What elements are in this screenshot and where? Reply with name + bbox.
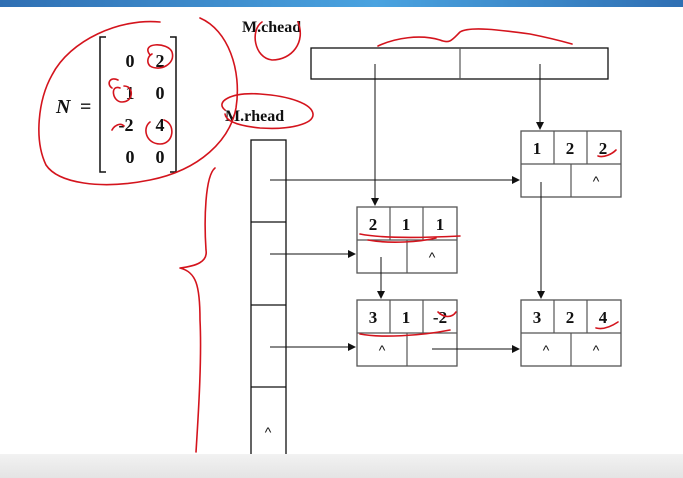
status-strip	[0, 454, 683, 478]
node-value: 4	[599, 308, 608, 327]
node-value: 2	[599, 139, 608, 158]
node-row: 2	[369, 215, 378, 234]
rhead-label: M.rhead	[225, 108, 284, 125]
matrix-cell: 1	[126, 83, 135, 103]
chead-array	[310, 47, 609, 80]
matrix-cell: 0	[126, 51, 135, 71]
node-null-mark: ^	[543, 342, 550, 358]
matrix-cell: 0	[156, 147, 165, 167]
node-null-mark: ^	[429, 249, 436, 265]
node-null-mark: ^	[593, 173, 600, 189]
node-row: 3	[533, 308, 542, 327]
matrix-cell: 4	[156, 115, 165, 135]
matrix-name: N	[55, 96, 72, 118]
node-2-1-1: 2 1 1 ^	[356, 206, 458, 274]
node-value: 1	[436, 215, 445, 234]
matrix-right-bracket	[170, 36, 177, 173]
node-row: 1	[533, 139, 542, 158]
matrix-cell: 2	[156, 51, 165, 71]
matrix-cell: 0	[156, 83, 165, 103]
node-3-2-4: 3 2 4 ^ ^	[520, 299, 622, 367]
rhead-array: ^	[250, 139, 287, 470]
node-value: -2	[433, 308, 447, 327]
node-col: 2	[566, 308, 575, 327]
matrix-left-bracket	[99, 36, 106, 173]
window-title-bar	[0, 0, 683, 7]
pointer-arrows	[270, 64, 545, 353]
node-null-mark: ^	[379, 342, 386, 358]
node-null-mark: ^	[593, 342, 600, 358]
node-1-2-2: 1 2 2 ^	[520, 130, 622, 198]
matrix-equals: =	[80, 96, 91, 118]
red-ink-annotations	[38, 17, 619, 453]
chead-label: M.chead	[242, 19, 301, 36]
node-col: 2	[566, 139, 575, 158]
matrix-cell: 0	[126, 147, 135, 167]
node-col: 1	[402, 215, 411, 234]
node-col: 1	[402, 308, 411, 327]
node-row: 3	[369, 308, 378, 327]
node-3-1-neg2: 3 1 -2 ^	[356, 299, 458, 367]
matrix-cell: -2	[119, 115, 134, 135]
matrix-n: N = 0 2 1 0 -2 4 0 0	[55, 36, 177, 173]
rhead-null-mark: ^	[265, 424, 272, 440]
